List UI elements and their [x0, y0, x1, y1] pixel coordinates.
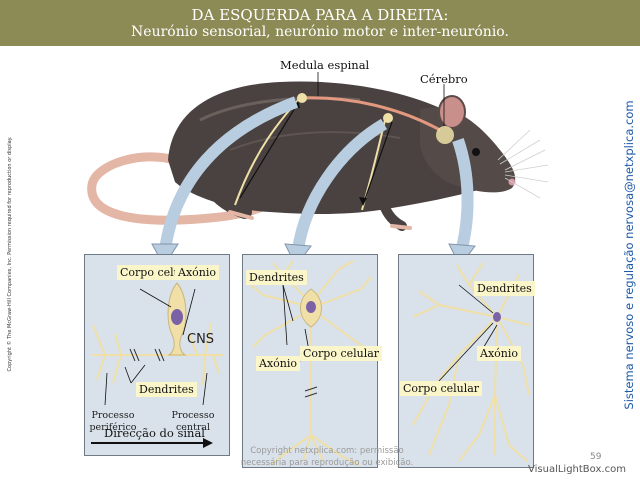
- interneuron-dendrites-label: Dendrites: [474, 281, 535, 296]
- arrow-to-motor-panel: [292, 118, 388, 251]
- motor-axon-label: Axónio: [256, 356, 300, 371]
- interneuron-cell-body-label: Corpo celular: [400, 381, 483, 396]
- site-side-label: Sistema nervoso e regulação nervosa@netx…: [622, 100, 636, 410]
- rat-ear: [438, 95, 466, 129]
- spinal-cord: [299, 96, 441, 132]
- arrow-to-sensory-panel: [159, 96, 299, 251]
- interneuron-panel: [398, 254, 534, 468]
- rat-front-leg: [375, 190, 407, 231]
- site-side-text: Sistema nervoso e regulação nervosa@netx…: [618, 100, 640, 410]
- sensory-dendrites-label: Dendrites: [136, 382, 197, 397]
- lightbox-credit: VisualLightBox.com: [528, 464, 626, 475]
- brain-label: Cérebro: [420, 72, 468, 86]
- motor-cell-body-label: Corpo celular: [300, 346, 383, 361]
- interneuron-axon-label: Axónio: [477, 346, 521, 361]
- central-process-label: Processo central: [171, 410, 215, 433]
- slide-subtitle: Neurónio sensorial, neurónio motor e int…: [131, 24, 509, 40]
- rat-eye: [472, 148, 480, 156]
- sensory-axon-label: Axónio: [175, 265, 219, 280]
- watermark-text: Copyright netxplica.com: permissão neces…: [240, 446, 414, 468]
- cns-label: CNS: [187, 332, 215, 347]
- motor-dendrites-label: Dendrites: [246, 270, 307, 285]
- sensory-neuron-graphic: [91, 282, 223, 448]
- arrow-to-interneuron-panel: [452, 138, 474, 250]
- rat-hind-leg: [198, 173, 252, 219]
- peripheral-process-label: Processo periférico: [89, 410, 137, 433]
- sensory-neuron-panel: [84, 254, 230, 456]
- signal-direction-label: Direcção do sinal: [104, 426, 205, 440]
- copyright-side-label: Copyright © The McGraw-Hill Companies, I…: [7, 136, 13, 372]
- copyright-side-text: Copyright © The McGraw-Hill Companies, I…: [4, 104, 16, 404]
- spinal-cord-label: Medula espinal: [280, 58, 370, 72]
- header-bar: DA ESQUERDA PARA A DIREITA: Neurónio sen…: [0, 0, 640, 46]
- rat-tail: [87, 152, 267, 225]
- slide-title: DA ESQUERDA PARA A DIREITA:: [191, 6, 449, 24]
- interneuron-graphic: [412, 262, 530, 462]
- page-number: 59: [590, 452, 602, 462]
